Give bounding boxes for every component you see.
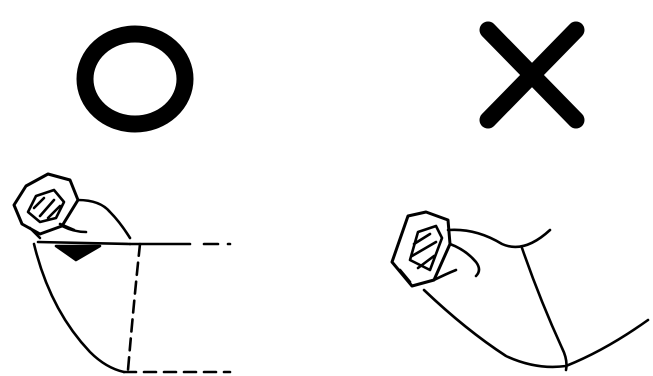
arm-straight-wrist-illustration: [0, 160, 326, 376]
correct-panel: [0, 0, 326, 376]
arm-bent-wrist-illustration: [326, 200, 653, 376]
circle-mark-icon: [70, 20, 200, 138]
incorrect-panel: [326, 0, 653, 376]
cross-mark-icon: [476, 20, 588, 130]
